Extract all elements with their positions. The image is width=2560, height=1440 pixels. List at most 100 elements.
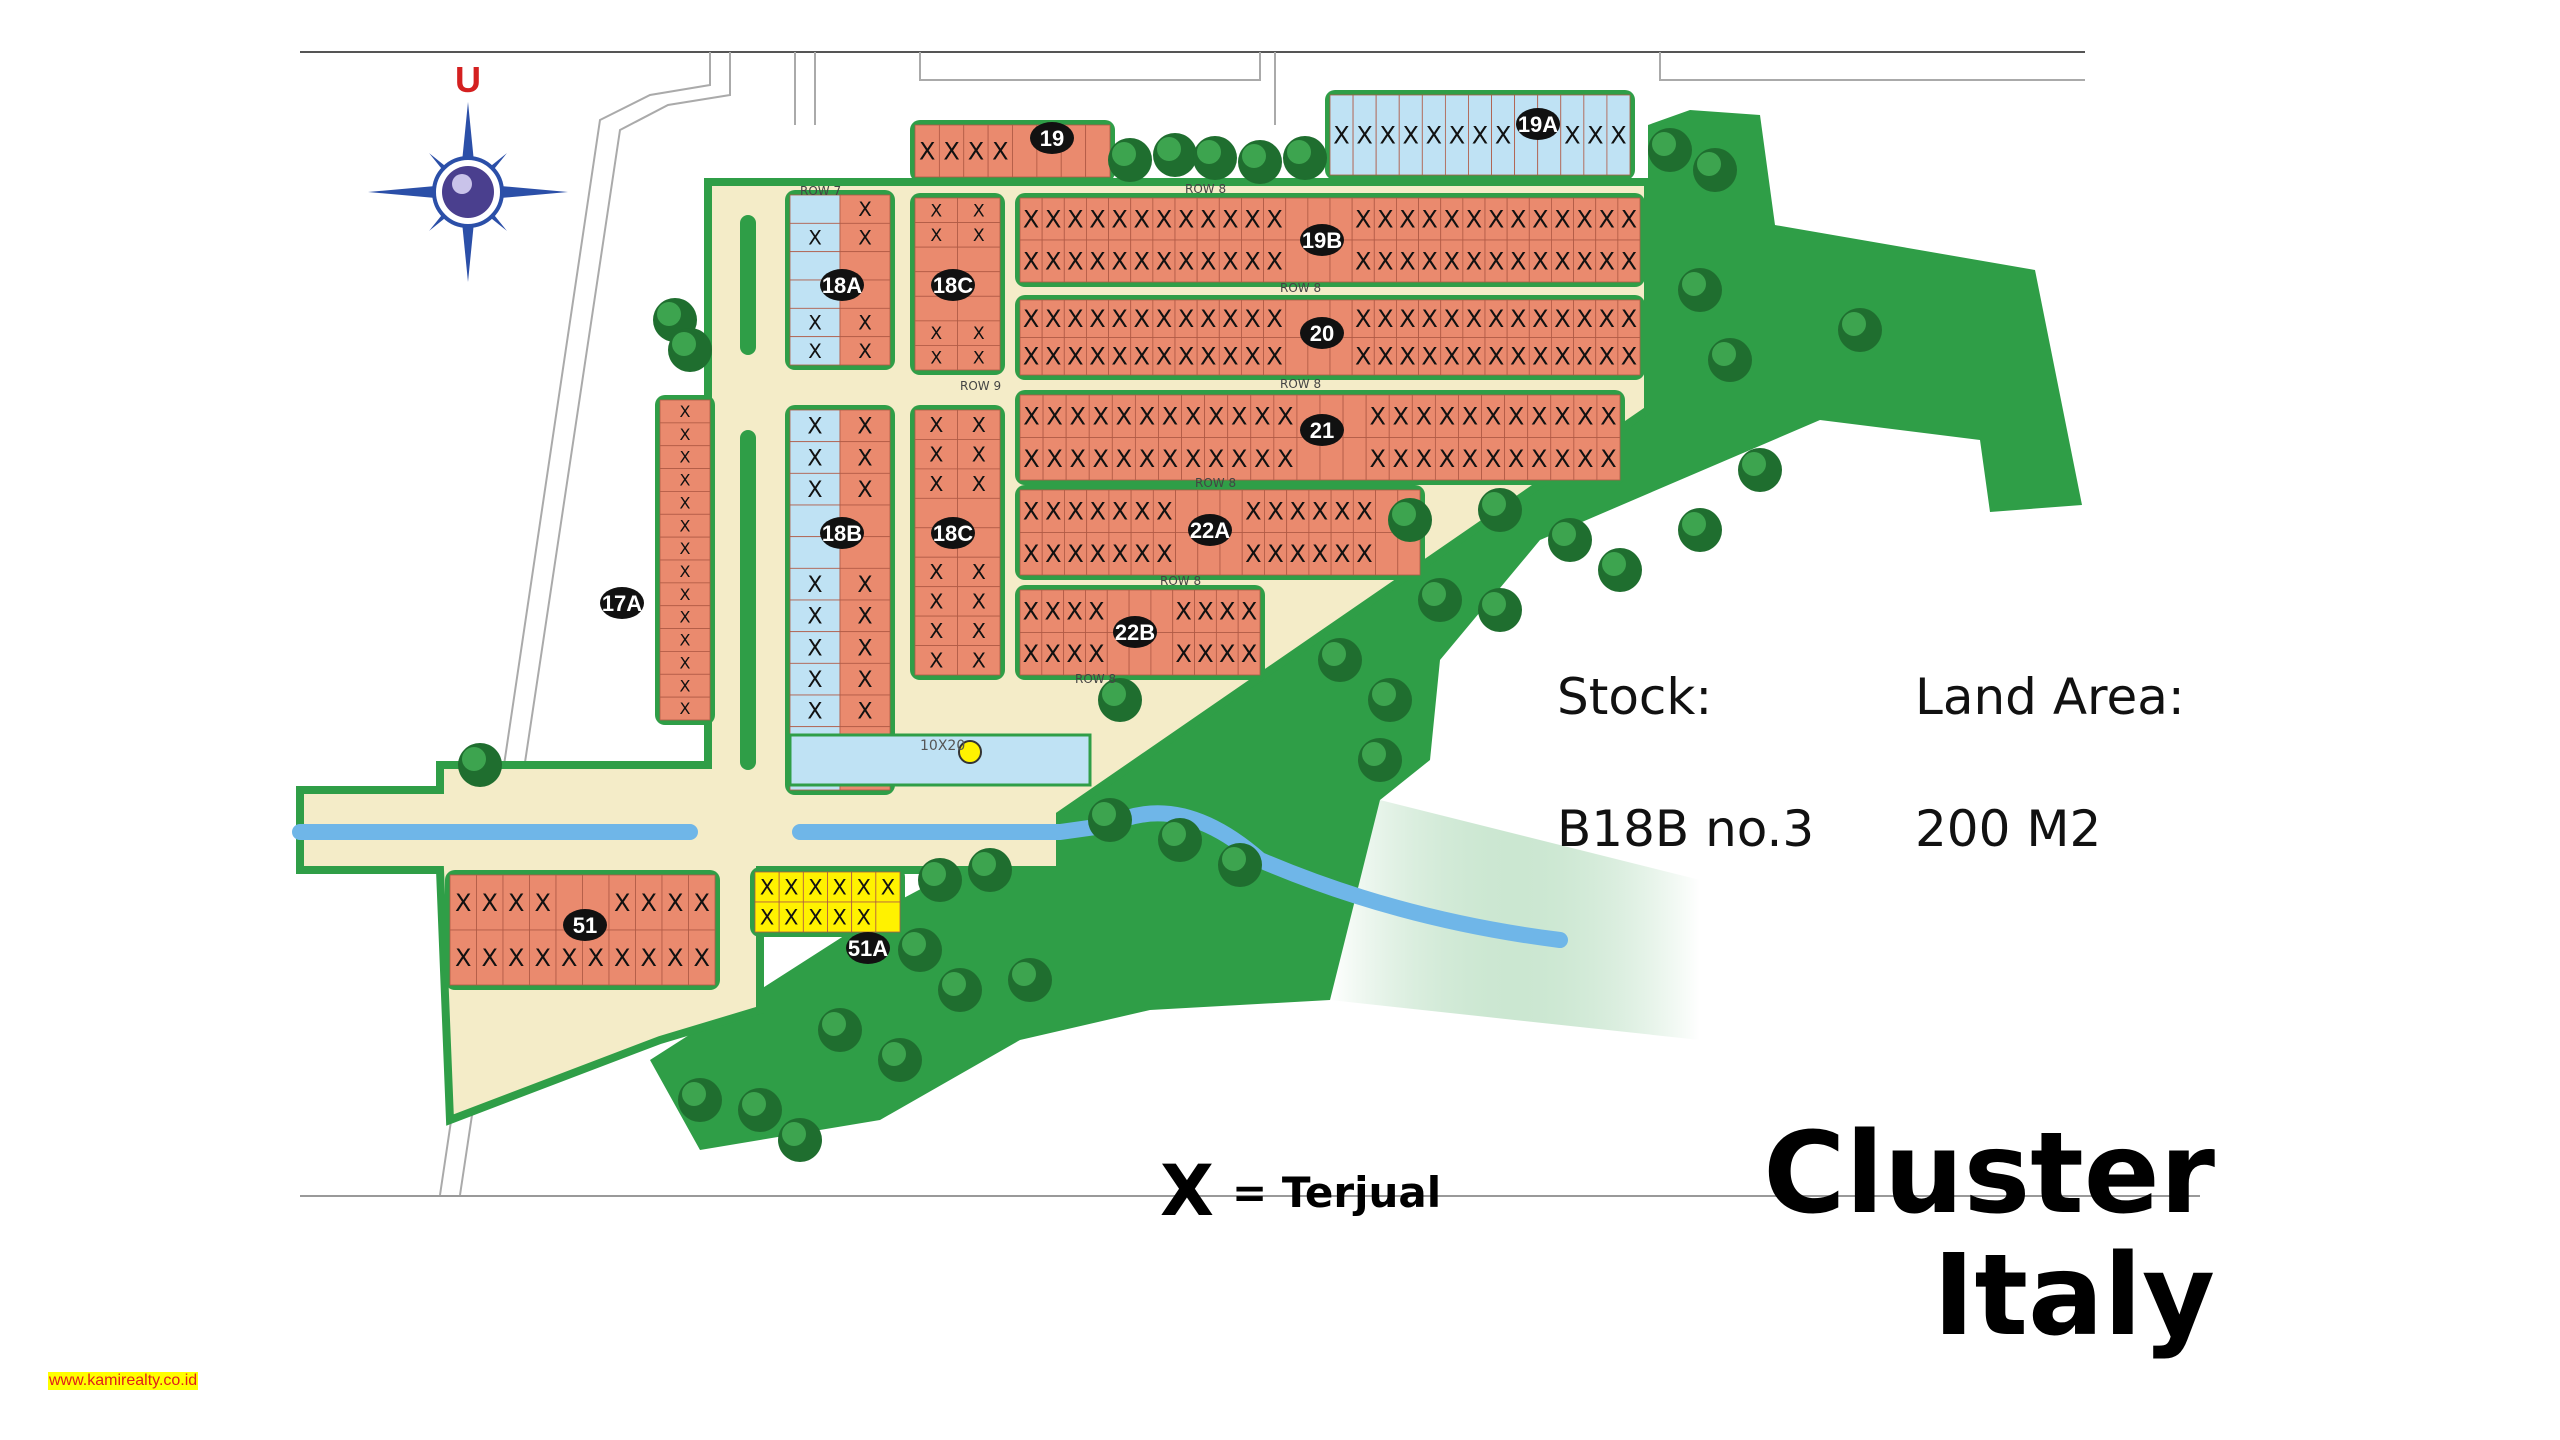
lot[interactable]: [957, 409, 1001, 440]
lot[interactable]: [839, 336, 891, 366]
sold-mark: X: [1472, 121, 1488, 149]
lot[interactable]: [802, 901, 828, 933]
lot[interactable]: [938, 124, 965, 178]
lot[interactable]: [789, 472, 841, 506]
lot[interactable]: [688, 929, 716, 986]
lot[interactable]: [839, 222, 891, 253]
lot[interactable]: [1342, 394, 1367, 438]
lot[interactable]: [839, 599, 891, 633]
lot[interactable]: [914, 197, 958, 223]
lot[interactable]: [957, 345, 1001, 371]
lot[interactable]: [957, 556, 1001, 588]
lot[interactable]: [608, 929, 636, 986]
lot[interactable]: [778, 871, 804, 903]
lot[interactable]: [839, 694, 891, 728]
sold-mark: X: [1377, 343, 1393, 371]
lot[interactable]: [827, 901, 853, 933]
sold-mark: X: [1134, 247, 1150, 275]
lot[interactable]: [789, 662, 841, 696]
lot[interactable]: [987, 124, 1013, 178]
lot[interactable]: [957, 222, 1001, 248]
lot[interactable]: [957, 320, 1001, 346]
sold-mark: X: [972, 472, 986, 496]
lot[interactable]: [957, 468, 1001, 499]
tree-icon: [938, 968, 982, 1012]
lot[interactable]: [802, 871, 828, 903]
sold-mark: X: [1290, 498, 1306, 526]
lot[interactable]: [875, 901, 901, 933]
lot[interactable]: [839, 409, 891, 443]
lot[interactable]: [851, 871, 877, 903]
lot[interactable]: [839, 194, 891, 224]
lot[interactable]: [449, 929, 477, 986]
lot[interactable]: [957, 439, 1001, 470]
lot[interactable]: [875, 871, 901, 903]
lot[interactable]: [754, 901, 780, 933]
lot[interactable]: [914, 222, 958, 248]
lot[interactable]: [1342, 437, 1367, 481]
lot[interactable]: [839, 567, 891, 601]
lot[interactable]: [529, 874, 557, 931]
lot[interactable]: [789, 567, 841, 601]
lot[interactable]: [839, 472, 891, 506]
sold-mark: X: [1045, 305, 1061, 333]
lot[interactable]: [789, 194, 841, 224]
lot[interactable]: [1085, 124, 1111, 178]
lot[interactable]: [1375, 532, 1399, 576]
lot[interactable]: [957, 197, 1001, 223]
tree-icon: [668, 328, 712, 372]
sold-mark: X: [1175, 640, 1191, 668]
lot[interactable]: [476, 929, 504, 986]
sold-mark: X: [1444, 343, 1460, 371]
sold-mark: X: [1023, 205, 1039, 233]
lot[interactable]: [789, 409, 841, 443]
block-label-text: 21: [1310, 418, 1334, 443]
sold-mark: X: [1399, 305, 1415, 333]
lot[interactable]: [476, 874, 504, 931]
row-label: ROW 8: [1160, 574, 1201, 588]
lot[interactable]: [839, 441, 891, 474]
sold-mark: X: [1112, 540, 1128, 568]
lot[interactable]: [827, 871, 853, 903]
lot[interactable]: [957, 246, 1001, 273]
lot[interactable]: [1617, 239, 1641, 283]
lot[interactable]: [957, 586, 1001, 617]
sold-mark: X: [1554, 343, 1570, 371]
lot[interactable]: [1237, 632, 1261, 676]
lot[interactable]: [789, 307, 841, 338]
lot[interactable]: [957, 295, 1001, 322]
sold-mark: X: [1510, 205, 1526, 233]
lot[interactable]: [963, 124, 989, 178]
lot[interactable]: [914, 320, 958, 346]
lot[interactable]: [635, 874, 663, 931]
lot[interactable]: [789, 694, 841, 728]
lot[interactable]: [1606, 94, 1631, 176]
lot[interactable]: [1596, 437, 1621, 481]
lot[interactable]: [502, 929, 530, 986]
lot[interactable]: [914, 246, 958, 273]
lot[interactable]: [789, 631, 841, 664]
sold-mark: X: [1577, 445, 1593, 473]
lot[interactable]: [914, 409, 958, 440]
lot[interactable]: [914, 295, 958, 322]
lot[interactable]: [839, 662, 891, 696]
website-link[interactable]: www.kamirealty.co.id: [48, 1372, 199, 1390]
lot[interactable]: [529, 929, 557, 986]
lot[interactable]: [789, 599, 841, 633]
lot[interactable]: [449, 874, 477, 931]
sold-mark: X: [832, 905, 846, 929]
lot[interactable]: [661, 929, 689, 986]
sold-mark: X: [1554, 205, 1570, 233]
lot[interactable]: [839, 631, 891, 664]
lot[interactable]: [914, 124, 940, 178]
lot[interactable]: [1285, 337, 1309, 376]
sold-mark: X: [1439, 403, 1455, 431]
lot[interactable]: [914, 615, 958, 646]
lot[interactable]: [914, 468, 958, 499]
lot[interactable]: [659, 696, 711, 721]
sold-mark: X: [760, 905, 774, 929]
sold-mark: X: [1178, 205, 1194, 233]
lot[interactable]: [1617, 337, 1641, 376]
sold-mark: X: [482, 944, 498, 972]
lot[interactable]: [957, 645, 1001, 676]
